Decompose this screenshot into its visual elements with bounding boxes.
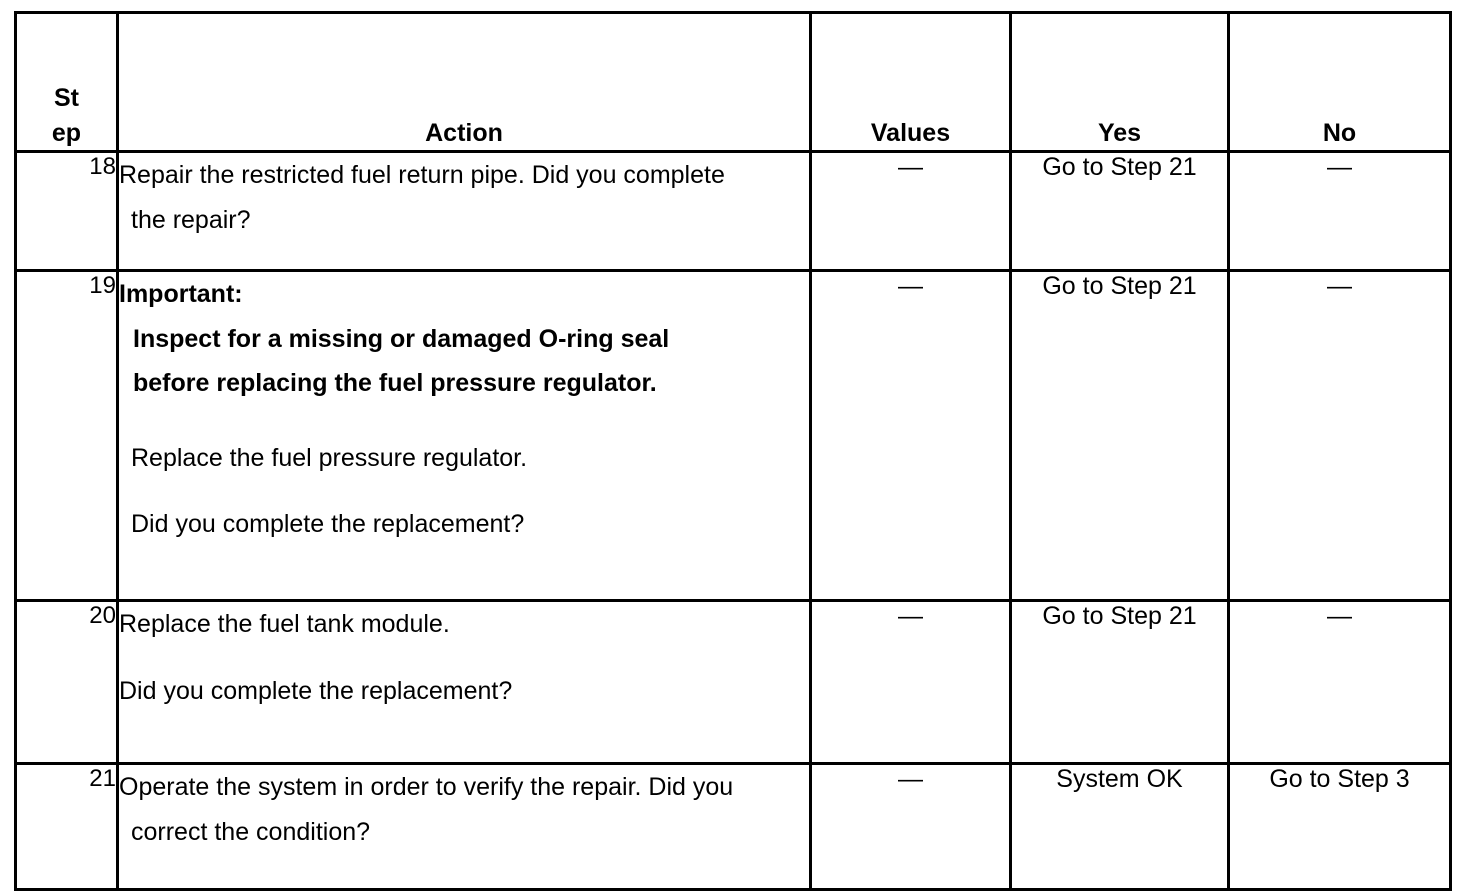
table-row: 21 Operate the system in order to verify… — [14, 762, 1452, 891]
step-number: 21 — [14, 762, 119, 891]
no-result: — — [1227, 150, 1452, 272]
yes-result[interactable]: Go to Step 21 — [1009, 599, 1230, 765]
action-line: Replace the fuel pressure regulator. — [131, 443, 528, 472]
diagnostic-step-table: St ep Action Values Yes No 18 Repair the… — [14, 11, 1452, 891]
column-header-action: Action — [116, 11, 812, 153]
action-line: Did you complete the replacement? — [131, 510, 525, 538]
spacer — [119, 647, 809, 669]
important-label: Important: — [119, 280, 243, 308]
action-line: Repair the restricted fuel return pipe. … — [119, 161, 725, 189]
column-header-no: No — [1227, 11, 1452, 153]
action-text: Important: Inspect for a missing or dama… — [116, 269, 812, 602]
table-row: 18 Repair the restricted fuel return pip… — [14, 150, 1452, 272]
action-text: Operate the system in order to verify th… — [116, 762, 812, 891]
action-line: correct the condition? — [131, 817, 371, 846]
table-row: 20 Replace the fuel tank module. Did you… — [14, 599, 1452, 765]
action-line: the repair? — [131, 205, 251, 234]
column-header-values: Values — [809, 11, 1012, 153]
column-header-step: St ep — [14, 11, 119, 153]
step-number: 18 — [14, 150, 119, 272]
spacer — [119, 406, 809, 436]
action-line: Operate the system in order to verify th… — [119, 773, 734, 801]
values-text: — — [809, 762, 1012, 891]
important-line: Inspect for a missing or damaged O-ring … — [133, 324, 670, 353]
spacer — [119, 480, 809, 502]
column-header-step-line1: St — [54, 84, 79, 112]
no-result[interactable]: Go to Step 3 — [1227, 762, 1452, 891]
step-number: 20 — [14, 599, 119, 765]
no-result: — — [1227, 269, 1452, 602]
action-text: Replace the fuel tank module. Did you co… — [116, 599, 812, 765]
column-header-step-line2: ep — [51, 118, 82, 147]
yes-result[interactable]: Go to Step 21 — [1009, 150, 1230, 272]
yes-result[interactable]: System OK — [1009, 762, 1230, 891]
values-text: — — [809, 150, 1012, 272]
step-number: 19 — [14, 269, 119, 602]
action-line: Did you complete the replacement? — [119, 676, 513, 705]
action-text: Repair the restricted fuel return pipe. … — [116, 150, 812, 272]
values-text: — — [809, 599, 1012, 765]
action-line: Replace the fuel tank module. — [119, 610, 450, 638]
table-row: 19 Important: Inspect for a missing or d… — [14, 269, 1452, 602]
column-header-yes: Yes — [1009, 11, 1230, 153]
yes-result[interactable]: Go to Step 21 — [1009, 269, 1230, 602]
no-result: — — [1227, 599, 1452, 765]
values-text: — — [809, 269, 1012, 602]
important-line: before replacing the fuel pressure regul… — [133, 369, 657, 397]
table-header-row: St ep Action Values Yes No — [14, 11, 1452, 153]
